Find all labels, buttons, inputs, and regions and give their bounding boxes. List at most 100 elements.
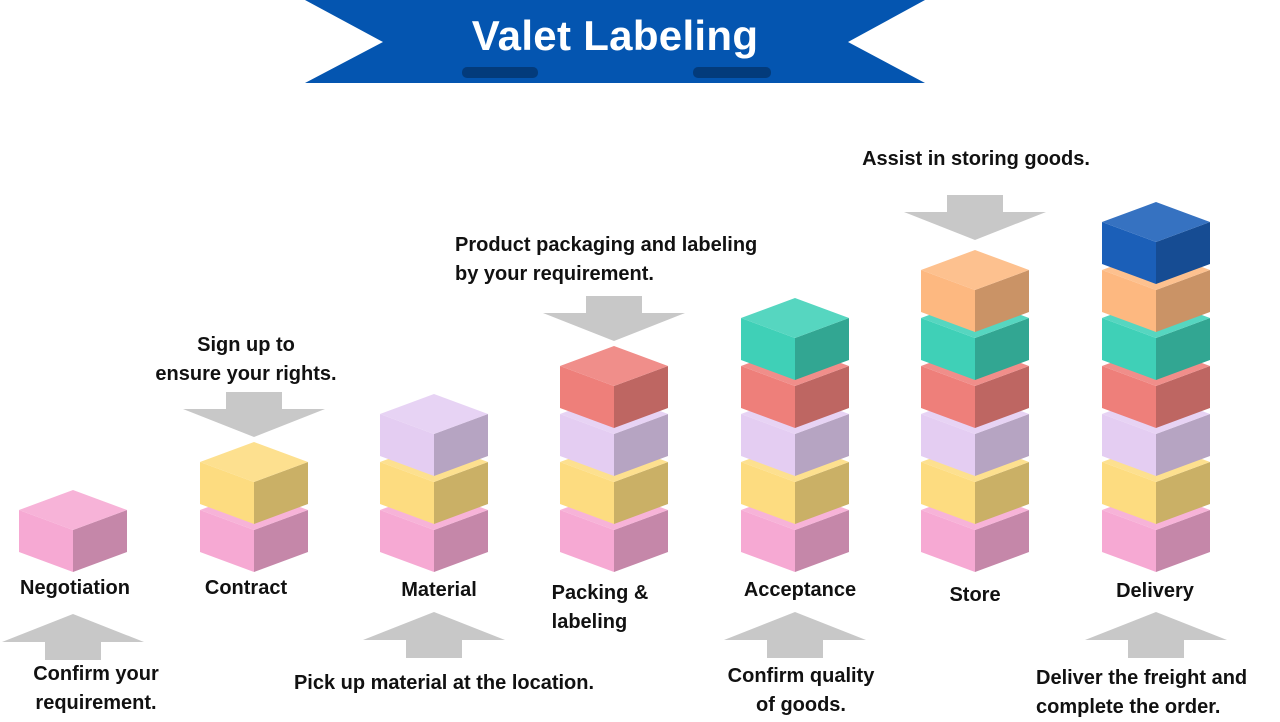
- block-face-right: [1156, 270, 1210, 332]
- step-name-text: Material: [401, 579, 477, 601]
- note-line: complete the order.: [1036, 696, 1221, 718]
- block-face-right: [975, 366, 1029, 428]
- block-face-top: [921, 250, 1029, 290]
- block-face-top: [1102, 202, 1210, 242]
- block-face-left: [560, 462, 614, 524]
- block-yellow: [200, 442, 308, 524]
- block-face-right: [975, 414, 1029, 476]
- note-line: Deliver the freight and: [1036, 667, 1248, 689]
- note-line: Assist in storing goods.: [862, 148, 1090, 170]
- block-face-left: [560, 366, 614, 428]
- note-line: of goods.: [756, 694, 846, 716]
- block-red: [560, 346, 668, 428]
- block-face-left: [921, 318, 975, 380]
- block-face-top: [741, 298, 849, 338]
- block-face-right: [434, 510, 488, 572]
- block-face-right: [795, 366, 849, 428]
- block-stack: [1102, 202, 1210, 572]
- block-face-left: [560, 510, 614, 572]
- step-name-line: Packing &: [551, 582, 649, 604]
- note-store: Assist in storing goods.: [862, 145, 1090, 174]
- step-name-contract: Contract: [205, 574, 287, 603]
- block-face-left: [380, 462, 434, 524]
- block-face-right: [614, 366, 668, 428]
- block-orange: [921, 250, 1029, 332]
- block-face-right: [1156, 318, 1210, 380]
- step-name-material: Material: [401, 576, 477, 605]
- block-face-top: [560, 346, 668, 386]
- block-blue: [1102, 202, 1210, 284]
- block-face-right: [975, 510, 1029, 572]
- block-face-top: [380, 394, 488, 434]
- block-stack: [19, 490, 127, 572]
- down-arrow-icon: [904, 195, 1046, 240]
- down-arrow-icon: [183, 392, 325, 437]
- up-arrow-icon: [1085, 612, 1227, 658]
- banner-fold-right: [693, 67, 771, 78]
- block-face-left: [921, 366, 975, 428]
- up-arrow-icon: [363, 612, 505, 658]
- block-face-right: [1156, 510, 1210, 572]
- block-face-right: [795, 462, 849, 524]
- block-face-right: [1156, 366, 1210, 428]
- block-face-left: [921, 462, 975, 524]
- note-line: requirement.: [35, 692, 157, 714]
- block-stacks: [19, 202, 1210, 572]
- block-face-left: [741, 462, 795, 524]
- step-name-acceptance: Acceptance: [744, 576, 856, 605]
- block-stack: [200, 442, 308, 572]
- step-name-text: Delivery: [1116, 580, 1194, 602]
- block-face-right: [795, 510, 849, 572]
- note-material: Pick up material at the location.: [294, 669, 594, 698]
- step-name-text: Acceptance: [743, 579, 857, 601]
- block-face-top: [19, 490, 127, 530]
- block-face-left: [741, 366, 795, 428]
- block-face-right: [614, 414, 668, 476]
- banner-fold-left: [462, 67, 538, 78]
- block-face-left: [200, 462, 254, 524]
- note-line: Sign up to: [197, 334, 295, 356]
- step-name-negotiation: Negotiation: [20, 574, 130, 603]
- step-name-text: Negotiation: [20, 577, 130, 599]
- note-delivery: Deliver the freight and complete the ord…: [1036, 664, 1247, 722]
- block-face-left: [1102, 414, 1156, 476]
- block-face-left: [560, 414, 614, 476]
- block-stack: [741, 298, 849, 572]
- note-packing: Product packaging and labeling by your r…: [455, 231, 757, 289]
- note-line: Confirm your: [33, 663, 159, 685]
- block-face-right: [254, 462, 308, 524]
- note-acceptance: Confirm quality of goods.: [728, 662, 875, 720]
- block-stack: [921, 250, 1029, 572]
- up-arrow-icon: [724, 612, 866, 658]
- note-contract: Sign up to ensure your rights.: [155, 331, 336, 389]
- banner-ribbon: [305, 0, 925, 83]
- block-face-right: [614, 462, 668, 524]
- down-arrow-icon: [543, 296, 685, 341]
- note-line: Pick up material at the location.: [293, 672, 595, 694]
- step-name-delivery: Delivery: [1116, 577, 1194, 606]
- step-name-store: Store: [949, 581, 1000, 610]
- block-face-right: [795, 414, 849, 476]
- block-face-right: [975, 270, 1029, 332]
- block-pink: [19, 490, 127, 572]
- block-face-left: [200, 510, 254, 572]
- block-face-left: [380, 510, 434, 572]
- block-face-right: [73, 510, 127, 572]
- note-line: by your requirement.: [455, 263, 654, 285]
- block-face-left: [921, 270, 975, 332]
- block-stack: [560, 346, 668, 572]
- block-face-right: [795, 318, 849, 380]
- block-face-right: [254, 510, 308, 572]
- title-banner: [305, 0, 925, 83]
- block-face-right: [434, 462, 488, 524]
- block-face-right: [1156, 462, 1210, 524]
- step-name-text: Contract: [204, 577, 288, 599]
- block-face-left: [921, 414, 975, 476]
- block-lavender: [380, 394, 488, 476]
- note-negotiation: Confirm your requirement.: [33, 660, 159, 718]
- block-face-left: [741, 510, 795, 572]
- block-face-right: [434, 414, 488, 476]
- up-arrow-icon: [2, 614, 144, 660]
- block-face-top: [200, 442, 308, 482]
